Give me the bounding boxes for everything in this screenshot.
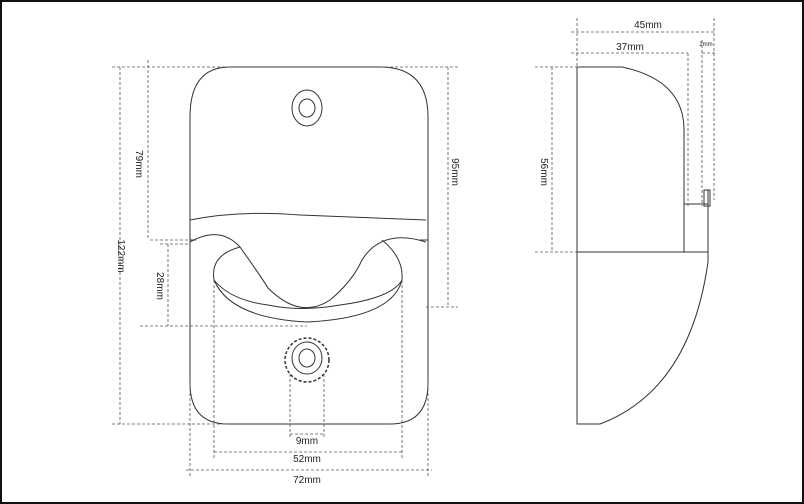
lower-mounting-hole-inner: [298, 348, 316, 368]
dim-height-total: 122mm: [115, 239, 126, 272]
dim-height-right: 95mm: [449, 158, 460, 186]
dim-depth-total: 45mm: [634, 20, 662, 31]
dim-width-total: 72mm: [293, 475, 321, 486]
cutout-left-edge: [189, 212, 427, 221]
front-view: [189, 66, 429, 425]
front-body-outline: [189, 66, 429, 425]
side-clip-tab: [703, 189, 711, 207]
side-dimension-labels: 45mm 37mm 2mm 56mm: [538, 20, 713, 186]
dim-height-upper: 79mm: [133, 150, 144, 178]
dim-height-cutout: 28mm: [154, 272, 165, 300]
upper-mounting-hole-inner: [298, 98, 316, 118]
dim-width-inner: 52mm: [293, 454, 321, 465]
upper-mounting-hole-outer: [291, 89, 323, 127]
side-view: [576, 66, 711, 425]
side-body-outline: [576, 66, 709, 425]
dim-thickness: 2mm: [699, 42, 712, 48]
front-dimension-lines: [112, 60, 458, 478]
dim-side-height: 56mm: [538, 158, 549, 186]
side-clip: [683, 203, 709, 253]
lower-hole-dashed-ring: [284, 337, 330, 383]
side-dimension-lines: [535, 18, 716, 253]
front-dimension-labels: 122mm 79mm 28mm 95mm 9mm 52mm 72mm: [115, 150, 460, 486]
cutout-inner-curve: [213, 279, 403, 309]
cutout-lower-curve: [213, 239, 403, 323]
lower-mounting-hole-outer: [291, 341, 323, 375]
dim-depth-inner: 37mm: [616, 42, 644, 53]
dim-width-hole: 9mm: [296, 436, 318, 447]
cutout-top-curve: [189, 234, 427, 309]
